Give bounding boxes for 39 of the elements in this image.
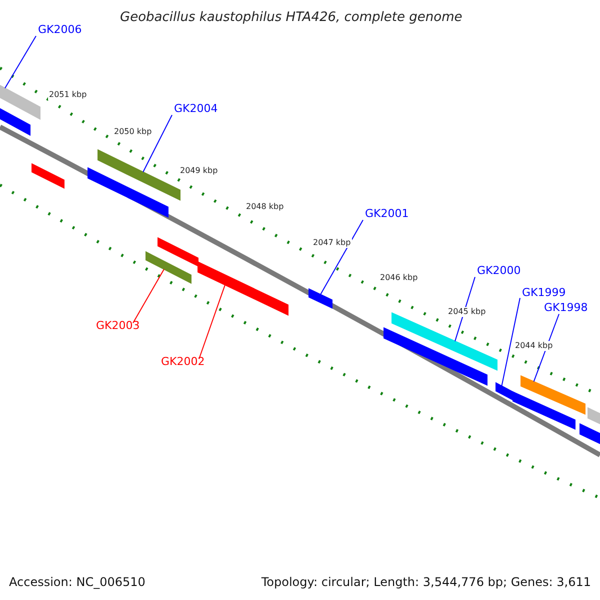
gene-label: GK2002	[161, 356, 205, 367]
gene-label: GK2004	[174, 103, 218, 114]
gene-bar	[520, 375, 586, 415]
gene-bar	[198, 261, 288, 316]
gene-bar	[588, 407, 600, 427]
gene-bar	[146, 251, 192, 284]
gene-label: GK1999	[522, 287, 566, 298]
leader-line	[533, 314, 560, 382]
gene-label: GK1998	[544, 302, 588, 313]
gene-bar	[32, 163, 64, 189]
gene-bar	[98, 149, 180, 201]
scale-label: 2046 kbp	[379, 273, 419, 283]
accession-text: Accession: NC_006510	[9, 576, 146, 588]
gene-label: GK2000	[477, 265, 521, 276]
gene-bar	[308, 288, 332, 309]
leader-line	[142, 114, 172, 172]
scale-label: 2051 kbp	[48, 90, 88, 100]
gene-bar	[580, 423, 600, 447]
scale-label: 2047 kbp	[312, 238, 352, 248]
gene-bar	[512, 391, 576, 430]
gene-bar	[88, 167, 168, 218]
leader-line	[132, 268, 164, 324]
gene-bar	[384, 327, 488, 386]
scale-label: 2049 kbp	[179, 166, 219, 176]
leader-line	[454, 276, 476, 342]
scale-label: 2045 kbp	[447, 307, 487, 317]
leader-line	[198, 284, 226, 360]
scale-label: 2050 kbp	[113, 127, 153, 137]
leader-line	[320, 220, 364, 295]
leader-line	[4, 36, 36, 89]
gene-label: GK2006	[38, 24, 82, 35]
gene-bar	[158, 237, 198, 267]
leader-line	[501, 298, 520, 386]
gene-label: GK2003	[96, 320, 140, 331]
scale-label: 2048 kbp	[245, 202, 285, 212]
gene-label: GK2001	[365, 208, 409, 219]
genome-info-text: Topology: circular; Length: 3,544,776 bp; Genes: 3,611	[261, 576, 591, 588]
scale-label: 2044 kbp	[514, 341, 554, 351]
title: Geobacillus kaustophilus HTA426, complete genome	[120, 11, 462, 24]
